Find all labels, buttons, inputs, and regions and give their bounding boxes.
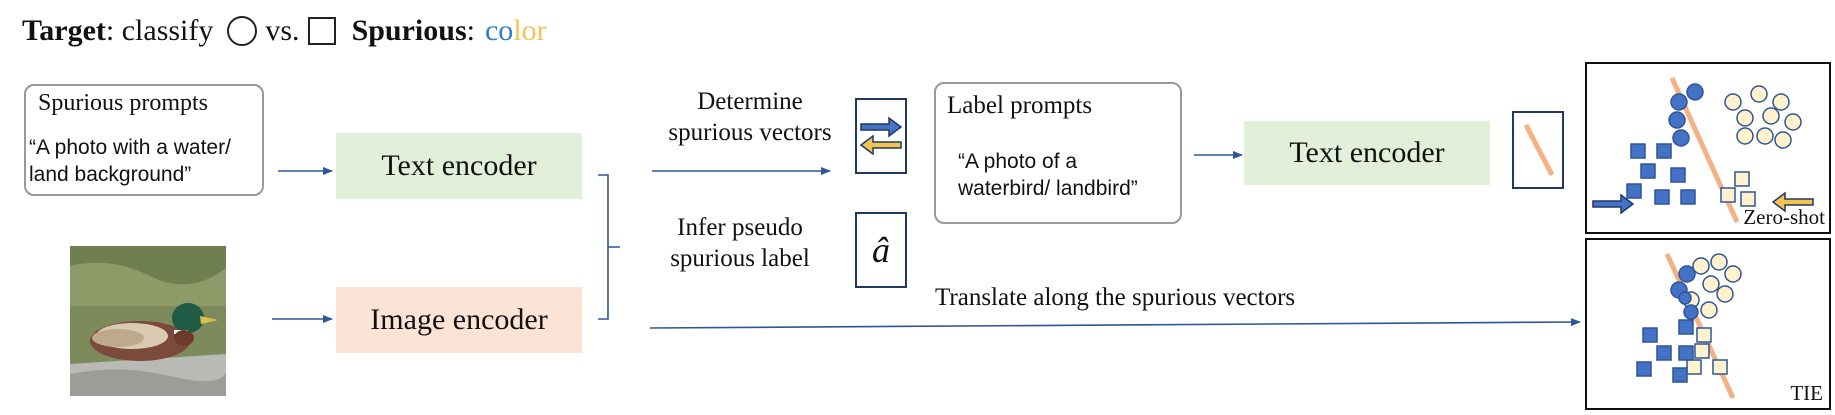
determine-spurious-vectors-label: Determine spurious vectors	[660, 86, 840, 149]
square-icon	[307, 17, 336, 45]
spurious-vector-arrows-icon	[859, 116, 903, 156]
circle-icon	[227, 16, 258, 46]
text-encoder-2: Text encoder	[1244, 121, 1490, 185]
duck-head	[172, 303, 204, 333]
label-prompts-line2: waterbird/ landbird”	[958, 177, 1138, 201]
target-label: Target	[22, 14, 106, 47]
text-encoder-1: Text encoder	[336, 133, 582, 199]
pseudo-label-box: â	[855, 212, 907, 288]
zero-shot-plot	[1592, 76, 1814, 224]
infer-line1: Infer pseudo	[677, 214, 803, 241]
color-word-part2: lor	[513, 14, 547, 47]
label-prompts-title: Label prompts	[947, 92, 1093, 119]
pseudo-label-symbol: â	[872, 230, 890, 270]
image-encoder: Image encoder	[336, 287, 582, 353]
tie-label: TIE	[1790, 381, 1823, 405]
determine-line2: spurious vectors	[668, 119, 832, 147]
tie-plot	[1636, 252, 1742, 400]
zero-shot-label: Zero-shot	[1743, 205, 1825, 229]
infer-line2: spurious label	[670, 245, 810, 273]
spurious-prompts-line1: “A photo with a water/	[29, 136, 231, 159]
spurious-prompts-box: Spurious prompts “A photo with a water/ …	[24, 84, 264, 196]
duck-image	[70, 246, 226, 396]
spurious-prompts-text: “A photo with a water/ land background”	[29, 134, 231, 189]
spurious-label: Spurious	[351, 14, 467, 47]
target-text: : classify	[105, 14, 214, 47]
merge-brace	[598, 174, 620, 320]
label-prompts-text: “A photo of a waterbird/ landbird”	[958, 148, 1138, 203]
spurious-colon: :	[466, 14, 475, 47]
label-prompts-box: Label prompts “A photo of a waterbird/ l…	[934, 82, 1182, 224]
spurious-vectors-box	[855, 98, 907, 174]
infer-pseudo-label: Infer pseudo spurious label	[650, 212, 830, 275]
arrow-translate	[649, 318, 1581, 329]
spurious-prompts-line2: land background”	[29, 163, 192, 187]
vs-text: vs.	[265, 14, 300, 47]
label-prompts-line1: “A photo of a	[958, 150, 1078, 173]
spurious-prompts-title: Spurious prompts	[38, 90, 209, 116]
classifier-line-icon	[1523, 123, 1555, 177]
color-word-part1: co	[484, 14, 514, 47]
determine-line1: Determine	[697, 88, 803, 115]
zero-shot-panel: Zero-shot	[1585, 62, 1831, 234]
translate-label: Translate along the spurious vectors	[935, 284, 1296, 311]
tie-panel: TIE	[1585, 238, 1831, 410]
classifier-vector-box	[1512, 111, 1564, 189]
